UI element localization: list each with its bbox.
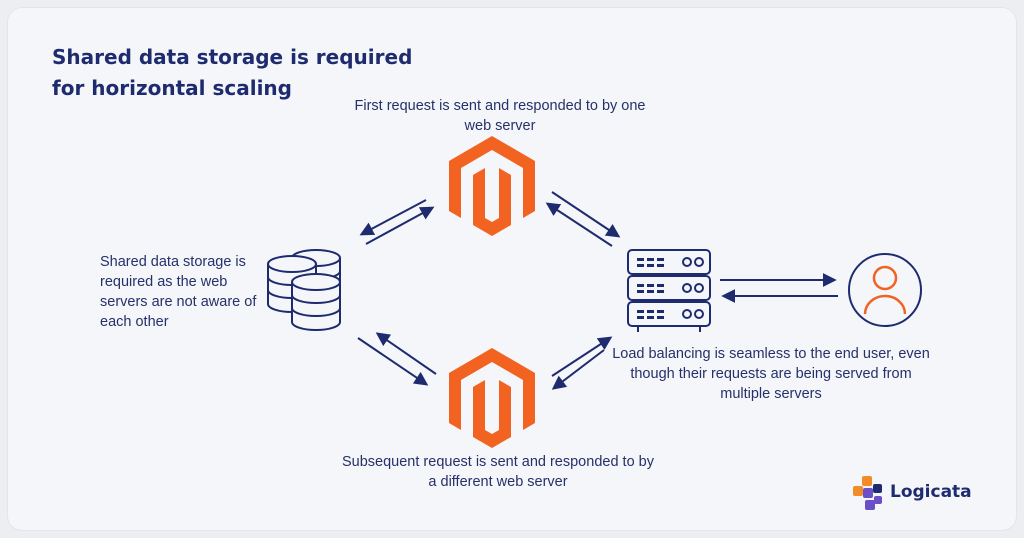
- arrow-lb-to-top: [545, 202, 613, 247]
- web-server-top-icon: [449, 136, 535, 236]
- arrow-top-to-lb: [551, 191, 621, 238]
- server-rack-icon: [627, 249, 711, 332]
- label-subsequent-request: Subsequent request is sent and responded…: [342, 454, 654, 490]
- arrow-bottom-to-db: [375, 332, 437, 375]
- label-load-balancing: Load balancing is seamless to the end us…: [612, 346, 930, 402]
- diagram-card: Shared data storage is required for hori…: [8, 8, 1016, 530]
- label-shared-storage: Shared data storage is required as the w…: [100, 254, 257, 330]
- web-server-bottom-icon: [449, 348, 535, 448]
- diagram-title: Shared data storage is required for hori…: [52, 45, 413, 100]
- architecture-diagram: [267, 136, 922, 448]
- arrow-db-to-top-left: [359, 199, 427, 236]
- user-icon: [848, 253, 922, 327]
- logicata-logo: Logicata: [850, 474, 990, 514]
- arrow-top-to-db: [365, 206, 435, 245]
- logicata-logo-text: Logicata: [890, 482, 972, 502]
- database-icon: [267, 249, 341, 331]
- arrow-db-to-bottom: [357, 337, 429, 386]
- label-first-request: First request is sent and responded to b…: [354, 98, 646, 134]
- arrow-lb-to-bottom: [551, 349, 605, 390]
- logicata-logo-mark-icon: [853, 476, 882, 510]
- arrow-bottom-to-lb: [551, 336, 613, 377]
